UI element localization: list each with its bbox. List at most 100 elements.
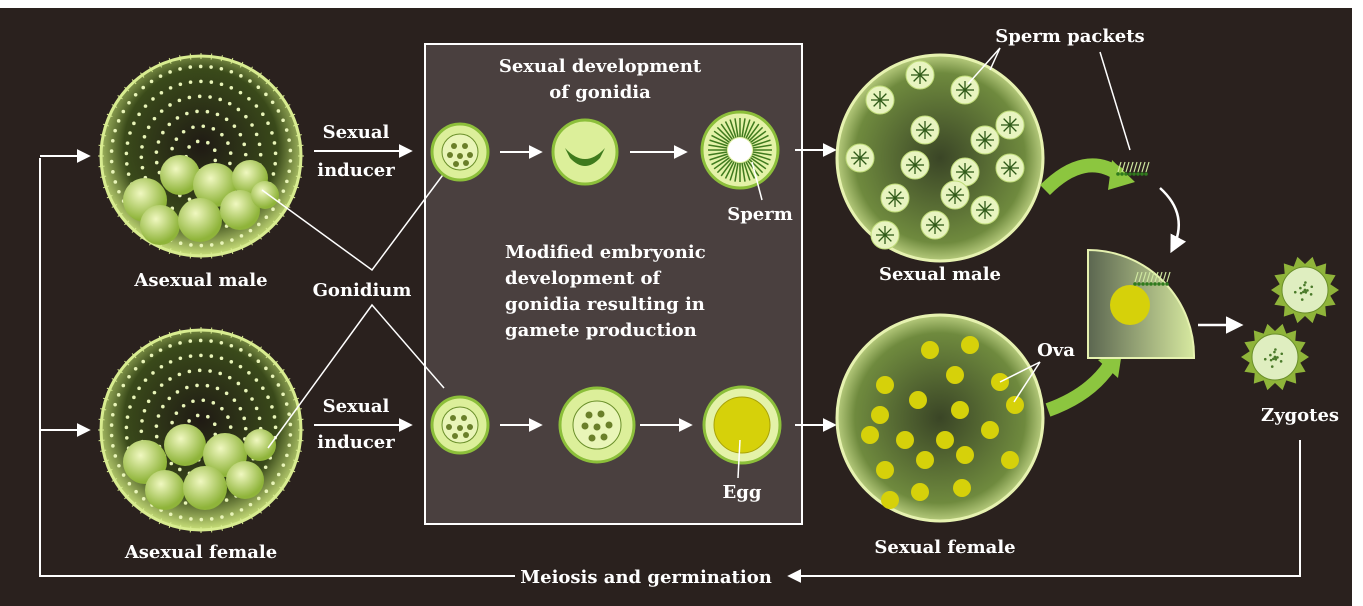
somatic-cell-dot xyxy=(287,443,291,447)
somatic-cell-dot xyxy=(289,433,293,437)
somatic-cell-dot xyxy=(228,102,232,106)
somatic-cell-dot xyxy=(191,399,195,403)
somatic-cell-dot xyxy=(110,423,114,427)
somatic-cell-dot xyxy=(244,115,248,119)
sperm-head xyxy=(1128,172,1132,176)
label-gonidium: Gonidium xyxy=(313,280,412,301)
flagellum xyxy=(99,419,105,420)
somatic-cell-dot xyxy=(143,135,147,139)
somatic-cell-dot xyxy=(167,123,171,127)
box-middle-1: Modified embryonic xyxy=(505,242,706,263)
somatic-cell-dot xyxy=(210,243,214,247)
somatic-cell-dot xyxy=(228,376,232,380)
flagellum xyxy=(211,526,212,532)
box-middle-4: gamete production xyxy=(505,320,697,341)
somatic-cell-dot xyxy=(127,101,131,105)
somatic-cell-dot xyxy=(117,393,121,397)
sperm-packet xyxy=(911,116,939,144)
somatic-cell-dot xyxy=(285,128,289,132)
zygote-granule xyxy=(1271,365,1274,368)
sperm-packet xyxy=(951,76,979,104)
label-sexual-male: Sexual male xyxy=(879,264,1001,285)
female-stage-2 xyxy=(560,388,634,462)
somatic-cell-dot xyxy=(184,501,188,505)
sperm-head xyxy=(1136,172,1140,176)
somatic-cell-dot xyxy=(255,104,259,108)
somatic-cell-dot xyxy=(233,124,237,128)
somatic-cell-dot xyxy=(168,103,172,107)
somatic-cell-dot xyxy=(175,137,179,141)
flagellum xyxy=(99,166,105,167)
sperm-head xyxy=(1133,282,1137,286)
somatic-cell-dot xyxy=(140,429,144,433)
somatic-cell-dot xyxy=(111,170,115,174)
somatic-cell-dot xyxy=(144,378,148,382)
sperm-head xyxy=(1124,172,1128,176)
somatic-cell-dot xyxy=(161,405,165,409)
zygote-granule xyxy=(1294,291,1297,294)
somatic-cell-dot xyxy=(128,405,132,409)
ovum xyxy=(876,461,894,479)
flagellum xyxy=(99,440,105,441)
zygote-granule xyxy=(1310,293,1313,296)
somatic-cell-dot xyxy=(125,162,129,166)
somatic-cell-dot xyxy=(140,155,144,159)
label-asexual-male: Asexual male xyxy=(133,270,267,291)
ovum xyxy=(956,446,974,464)
somatic-cell-dot xyxy=(168,70,172,74)
ovum xyxy=(909,391,927,409)
somatic-cell-dot xyxy=(250,123,254,127)
somatic-cell-dot xyxy=(239,133,243,137)
box-middle-2: development of xyxy=(505,268,662,289)
somatic-cell-dot xyxy=(201,398,205,402)
somatic-cell-dot xyxy=(285,180,289,184)
somatic-cell-dot xyxy=(169,462,173,466)
somatic-cell-dot xyxy=(289,423,293,427)
somatic-cell-dot xyxy=(189,243,193,247)
somatic-cell-dot xyxy=(142,497,146,501)
somatic-cell-dot xyxy=(153,117,157,121)
somatic-cell-dot xyxy=(257,359,261,363)
somatic-cell-dot xyxy=(259,153,263,157)
flagellum xyxy=(211,252,212,258)
somatic-cell-dot xyxy=(277,109,281,113)
somatic-cell-dot xyxy=(213,148,217,152)
somatic-cell-dot xyxy=(209,339,213,343)
female-stage-1 xyxy=(432,397,488,453)
somatic-cell-dot xyxy=(282,189,286,193)
somatic-cell-dot xyxy=(264,93,268,97)
zygote-granule xyxy=(1303,284,1306,287)
zygote-granule xyxy=(1280,360,1283,363)
male-stage-2 xyxy=(553,120,617,184)
somatic-cell-dot xyxy=(178,341,182,345)
zygote-granule xyxy=(1274,356,1277,359)
box-title-1: Sexual development xyxy=(499,56,702,77)
somatic-cell-dot xyxy=(179,515,183,519)
somatic-cell-dot xyxy=(132,122,136,126)
flagellum xyxy=(190,526,191,532)
somatic-cell-dot xyxy=(206,384,210,388)
somatic-cell-dot xyxy=(261,112,265,116)
flagellum xyxy=(99,145,105,146)
sperm-packet xyxy=(971,196,999,224)
somatic-cell-dot xyxy=(126,141,130,145)
somatic-cell-dot xyxy=(137,113,141,117)
somatic-cell-dot xyxy=(143,409,147,413)
somatic-cell-dot xyxy=(261,386,265,390)
flagellum xyxy=(297,145,303,146)
sperm-head xyxy=(1149,282,1153,286)
somatic-cell-dot xyxy=(285,402,289,406)
somatic-cell-dot xyxy=(151,97,155,101)
flagellum xyxy=(297,419,303,420)
zygote-granule xyxy=(1276,356,1279,359)
box-title-2: of gonidia xyxy=(549,82,651,103)
somatic-cell-dot xyxy=(125,436,129,440)
sperm-packet xyxy=(906,61,934,89)
somatic-cell-dot xyxy=(160,383,164,387)
somatic-cell-dot xyxy=(191,125,195,129)
sperm-packet xyxy=(996,154,1024,182)
somatic-cell-dot xyxy=(111,444,115,448)
somatic-cell-dot xyxy=(282,463,286,467)
somatic-cell-dot xyxy=(188,65,192,69)
sperm-head xyxy=(1157,282,1161,286)
